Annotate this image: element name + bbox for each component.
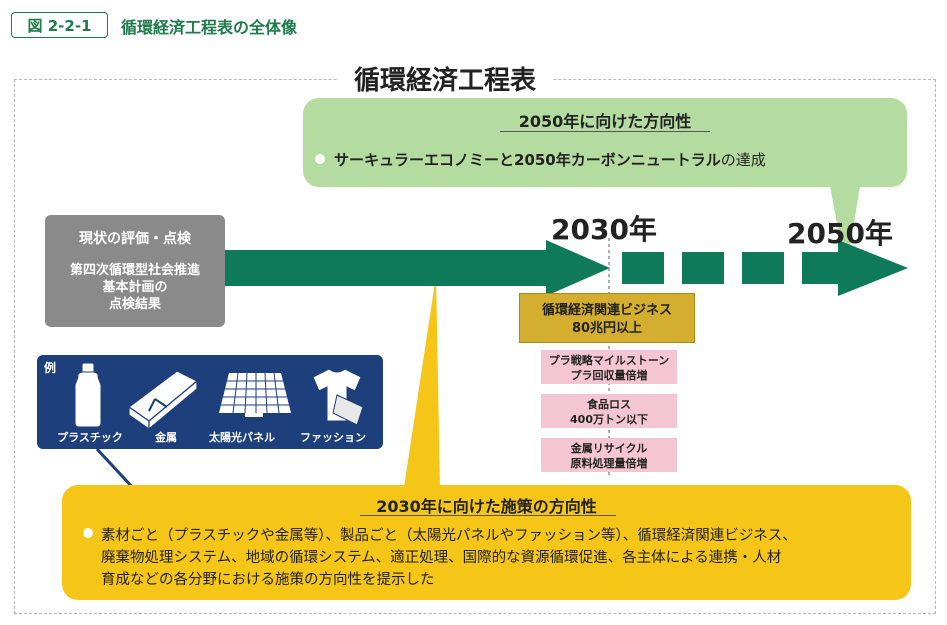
- year-2050-label: 2050年: [787, 217, 893, 250]
- target-box-plastic: [541, 350, 677, 384]
- bullet-dot-icon: [315, 154, 325, 164]
- vision-bullet: サーキュラーエコノミーと2050年カーボンニュートラルの達成: [334, 151, 766, 169]
- figure-title: 循環経済工程表の全体像: [121, 18, 298, 37]
- target-box-food-loss: [541, 394, 677, 428]
- target-box-metal: [541, 438, 677, 472]
- example-label-metal: 金属: [155, 431, 177, 444]
- bullet-dot-icon: [83, 528, 93, 538]
- status-line: 基本計画の: [102, 280, 168, 295]
- status-line: 点検結果: [108, 297, 161, 312]
- year-2030-label: 2030年: [551, 213, 657, 246]
- main-title: 循環経済工程表: [338, 60, 553, 97]
- timeline-solid-arrow: [225, 240, 610, 296]
- example-connector: [95, 447, 136, 491]
- example-label-solar: 太陽光パネル: [209, 431, 275, 444]
- vision-2050-box: [303, 98, 907, 187]
- policy-text-line: 育成などの各分野における施策の方向性を提示した: [101, 572, 435, 588]
- policy-2030-box: [62, 485, 911, 600]
- policy-callout-pointer: [404, 276, 440, 487]
- solar-panel-icon: [219, 372, 291, 417]
- metal-beam-icon: [127, 370, 199, 431]
- figure-label: 図 2-2-1: [11, 12, 108, 38]
- target-line: 原料処理量倍増: [570, 457, 648, 470]
- target-line: 食品ロス: [587, 398, 631, 411]
- policy-2030-title: 2030年に向けた施策の方向性: [376, 497, 597, 516]
- target-line: プラ回収量倍増: [570, 369, 648, 382]
- target-line: 金属リサイクル: [570, 442, 648, 455]
- business-target-line: 80兆円以上: [571, 321, 643, 336]
- current-status-title: 現状の評価・点検: [79, 231, 191, 247]
- example-label-fashion: ファッション: [300, 431, 366, 444]
- business-target-line: 循環経済関連ビジネス: [541, 303, 672, 318]
- shirt-icon: [312, 368, 364, 426]
- policy-title-underline: [360, 515, 616, 516]
- vision-callout-pointer: [830, 186, 860, 272]
- policy-text-line: 素材ごと（プラスチックや金属等）、製品ごと（太陽光パネルやファッション等）、循環…: [101, 528, 797, 544]
- examples-icons: [74, 362, 364, 431]
- target-line: 400万トン以下: [570, 413, 648, 426]
- vision-2050-title: 2050年に向けた方向性: [518, 112, 692, 131]
- timeline-dashed-arrow: [622, 240, 908, 296]
- status-line: 第四次循環型社会推進: [69, 263, 200, 278]
- target-line: プラ戦略マイルストーン: [548, 354, 670, 367]
- business-target-box: [519, 293, 695, 343]
- policy-text-line: 廃棄物処理システム、地域の循環システム、適正処理、国際的な資源循環促進、各主体に…: [101, 550, 782, 566]
- bottle-icon: [74, 362, 102, 428]
- examples-label: 例: [44, 361, 57, 375]
- vision-title-underline: [500, 131, 710, 132]
- example-label-plastic: プラスチック: [57, 431, 123, 444]
- current-status-box: [45, 215, 225, 327]
